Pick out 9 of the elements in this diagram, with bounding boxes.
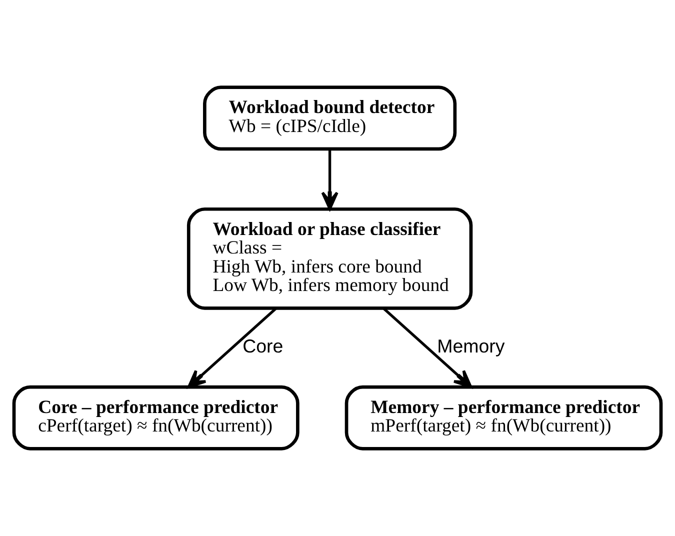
arrow [382,307,472,388]
node-box: Workload bound detector Wb = (cIPS/cIdle) [203,86,457,151]
node-box: Core – performance predictor cPerf(target) ≈ fn(Wb(current)) [12,385,300,450]
node-box: Memory – performance predictor mPerf(target) ≈ fn(Wb(current)) [344,385,663,450]
arrow [321,149,338,210]
edge-label: Memory [437,336,505,357]
node-box: Workload or phase classifier wClass = High Wb, infers core bound Low Wb, infers memory bound [186,207,473,310]
edge-label: Core [242,336,284,357]
arrow [187,307,278,388]
